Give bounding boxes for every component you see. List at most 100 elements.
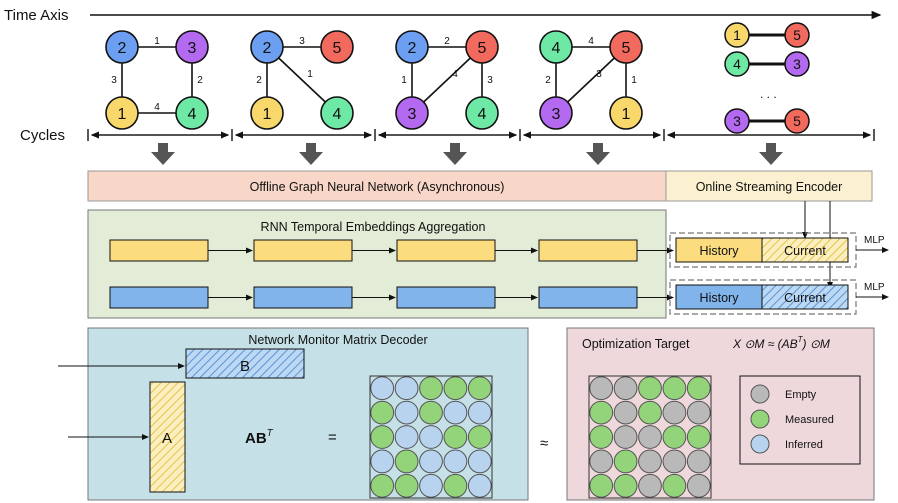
matrix-cell [662,449,687,474]
edge-weight-label: 3 [487,75,493,86]
matrix-cell [589,473,614,498]
matrix-cell [467,449,492,474]
matrix-cell [662,473,687,498]
optimization-formula-end: ) ⊙M [801,337,830,351]
edge-weight-label: 3 [299,36,305,47]
matrix-cell [443,400,468,425]
edge-weight-label: 2 [444,36,450,47]
mlp-label-blue: MLP [864,282,885,293]
matrix-cell [662,400,687,425]
matrix-a-label: A [162,430,172,447]
rnn-cells [109,239,674,309]
matrix-cell [613,449,638,474]
matrix-frame [588,375,712,499]
matrix-cell [394,376,419,401]
graph-node [320,96,354,130]
graph-node [105,96,139,130]
legend-inferred-label: Inferred [785,439,823,451]
node-label: 3 [188,40,197,57]
matrix-cell [589,400,614,425]
graph-node [609,96,643,130]
down-arrow [151,143,175,165]
optimization-formula-sup: T [798,335,804,344]
matrix-a [149,381,186,493]
cycles-label: Cycles [20,127,65,144]
cycles-timeline [87,129,875,141]
edge-weight-label: 4 [452,69,458,80]
matrix-cell [443,473,468,498]
graph-node [320,30,354,64]
edge-weight-label: 4 [154,102,160,113]
approx-sign: ≈ [540,435,548,452]
matrix-cell [638,400,662,425]
node-label: 3 [408,106,417,123]
down-arrow [443,143,467,165]
stream-node [724,22,750,48]
matrix-cell [419,449,443,474]
matrix-cell [613,376,638,401]
matrix-cell [467,400,492,425]
node-label: 4 [188,106,197,123]
graph-node [609,30,643,64]
matrix-cell [370,376,395,401]
matrix-cell [686,449,711,474]
online-encoder-bar [665,170,873,202]
current-label-blue: Current [784,291,826,305]
node-label: 2 [408,40,417,57]
matrix-cell [686,473,711,498]
matrix-frame [369,375,493,499]
node-label: 5 [622,40,631,57]
edge-weight-label: 2 [256,75,262,86]
matrix-cell [394,473,419,498]
node-label: 2 [263,40,272,57]
edge-weight-label: 4 [588,36,594,47]
graph-node [105,30,139,64]
graph-node [539,96,573,130]
matrix-cell [589,425,614,449]
stream-node-label: 5 [793,27,801,43]
node-label: 4 [552,40,561,57]
matrix-cell [370,400,395,425]
rnn-cell [396,286,496,309]
graph-node [250,30,284,64]
decoder-matrix [369,375,493,499]
stream-node [784,22,810,48]
product-base: AB [245,430,267,447]
stream-node-label: 4 [733,56,741,72]
matrix-cell [662,376,687,401]
edge-weight-label: 1 [401,75,407,86]
down-arrow [299,143,323,165]
matrix-cell [467,473,492,498]
rnn-title: RNN Temporal Embeddings Aggregation [261,220,486,234]
stream-node-label: 3 [793,56,801,72]
graph-node [250,96,284,130]
graph-node [395,30,429,64]
matrix-cell [638,449,662,474]
matrix-cell [394,425,419,449]
online-encoder-label: Online Streaming Encoder [696,180,843,194]
node-label: 1 [263,106,272,123]
optimization-formula-start: X ⊙M ≈ (AB [732,337,798,351]
rnn-cell [396,239,496,262]
rnn-cell [538,286,638,309]
product-expression: ABT [245,428,274,447]
stream-node-label: 3 [733,113,741,129]
matrix-cell [613,473,638,498]
matrix-cell [467,376,492,401]
graph-node [395,96,429,130]
current-box-yellow [761,237,849,263]
matrix-cell [613,400,638,425]
node-label: 1 [622,106,631,123]
stream-node-label: 1 [733,27,741,43]
matrix-cell [467,425,492,449]
stream-node [724,108,750,134]
down-arrows [151,143,783,165]
edge-weight-label: 3 [596,69,602,80]
matrix-cell [419,425,443,449]
stream-node [784,51,810,77]
